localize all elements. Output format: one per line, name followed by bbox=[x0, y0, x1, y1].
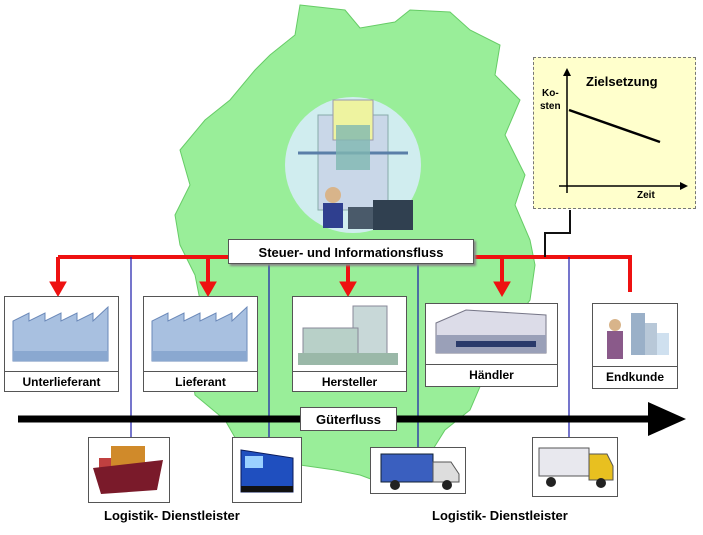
van-box bbox=[370, 447, 466, 494]
van-icon bbox=[380, 453, 460, 490]
chain-box-lieferant: Lieferant bbox=[143, 296, 258, 392]
warehouse-icon bbox=[435, 309, 547, 354]
info-arrow-haendler bbox=[493, 257, 511, 298]
plant-icon bbox=[298, 305, 398, 365]
chain-label-lieferant: Lieferant bbox=[175, 375, 226, 389]
info-arrow-lieferant bbox=[199, 257, 217, 298]
chain-box-unterlieferant: Unterlieferant bbox=[4, 296, 119, 392]
truck-box bbox=[532, 437, 618, 497]
info-arrow-unterlieferant bbox=[49, 257, 67, 298]
goal-chart-axes bbox=[559, 68, 688, 193]
train-icon bbox=[240, 449, 294, 493]
cost-trend-line bbox=[568, 108, 661, 144]
ship-box bbox=[88, 437, 170, 503]
goal-chart-x-label: Zeit bbox=[637, 190, 655, 201]
ship-icon bbox=[93, 446, 163, 494]
train-box bbox=[232, 437, 302, 503]
goal-chart-title: Zielsetzung bbox=[586, 74, 658, 89]
customer-icon bbox=[607, 313, 669, 359]
chain-label-haendler: Händler bbox=[469, 368, 514, 382]
info-flow-label: Steuer- und Informationsfluss bbox=[228, 239, 474, 264]
chain-box-hersteller: Hersteller bbox=[292, 296, 407, 392]
chain-label-hersteller: Hersteller bbox=[321, 375, 378, 389]
goal-chart-y-label-1: Ko- bbox=[542, 88, 559, 99]
truck-icon bbox=[538, 447, 614, 488]
logistics-label-left: Logistik- Dienstleister bbox=[104, 508, 240, 523]
chain-box-endkunde: Endkunde bbox=[592, 303, 678, 389]
goods-flow-label: Güterfluss bbox=[300, 407, 397, 431]
goal-chart: Zielsetzung Ko- sten Zeit bbox=[533, 57, 696, 209]
factory-icon bbox=[151, 305, 248, 362]
chain-box-haendler: Händler bbox=[425, 303, 558, 387]
chart-connector bbox=[544, 210, 571, 257]
goal-chart-y-label-2: sten bbox=[540, 101, 561, 112]
chain-label-endkunde: Endkunde bbox=[605, 370, 664, 384]
logistics-label-right: Logistik- Dienstleister bbox=[432, 508, 568, 523]
control-room-illustration bbox=[285, 97, 421, 233]
factory-icon bbox=[12, 305, 109, 362]
goods-flow-arrowhead bbox=[648, 402, 686, 436]
chain-label-unterlieferant: Unterlieferant bbox=[22, 375, 101, 389]
